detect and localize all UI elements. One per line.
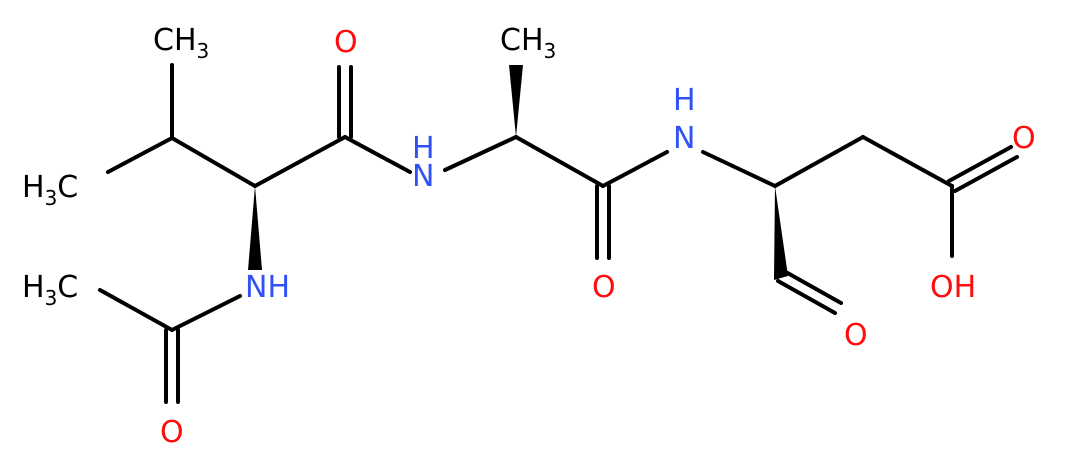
bond-cooh-double-b [953, 155, 1019, 193]
bond-ca-ala-to-co [514, 135, 605, 188]
o-alanine-carbonyl-label: O [592, 270, 616, 305]
o-valine-carbonyl-label: O [334, 25, 358, 60]
h-alanine-label: H [412, 131, 435, 166]
n-aspartate-label: N [673, 121, 695, 156]
bond-ca-to-co-val [253, 135, 347, 188]
h-aspartate-label: H [673, 83, 696, 118]
bond-ca-asp-to-cb [773, 135, 865, 188]
n-alanine-label: N [412, 159, 434, 194]
wedge-bond-ala-ca-to-ch3 [509, 65, 523, 137]
bond-n-to-ca-asp [701, 150, 777, 188]
nh-acetyl-label: NH [245, 270, 290, 305]
wedge-bonds [248, 65, 788, 280]
bond-lines [98, 63, 1019, 404]
wedge-bond-asp-ca-to-cho [774, 186, 788, 280]
ch3-alanine-label: CH3 [500, 23, 556, 63]
o-acid-carbonyl-label: O [1012, 121, 1036, 156]
bond-cho-to-o-b [782, 269, 843, 305]
o-aldehyde-label: O [844, 318, 868, 353]
o-acetyl-label: O [160, 415, 184, 450]
bond-h3c-to-co-acetyl [98, 288, 174, 332]
bond-co-val-to-n [343, 135, 412, 174]
bond-co-ala-to-n [601, 150, 669, 188]
oh-acid-label: OH [930, 270, 976, 305]
h3c-valine-label: H3C [22, 170, 78, 210]
atom-labels: CH3 H3C H3C NH O O N H CH3 O H N O O OH [22, 23, 1036, 450]
bond-n-to-ca-ala [443, 135, 518, 172]
bond-cooh-double-a [947, 145, 1013, 183]
bond-co-acetyl-to-nh [170, 294, 242, 332]
bond-cb-to-ca [170, 136, 257, 188]
bond-h3c-to-cb [106, 136, 174, 174]
ch3-top-left-label: CH3 [153, 23, 209, 63]
wedge-bond-val-ca-to-n [248, 186, 262, 270]
bond-cb-to-cooh [861, 135, 954, 188]
bond-cho-to-o-a [776, 279, 837, 315]
h3c-acetyl-label: H3C [22, 270, 78, 310]
